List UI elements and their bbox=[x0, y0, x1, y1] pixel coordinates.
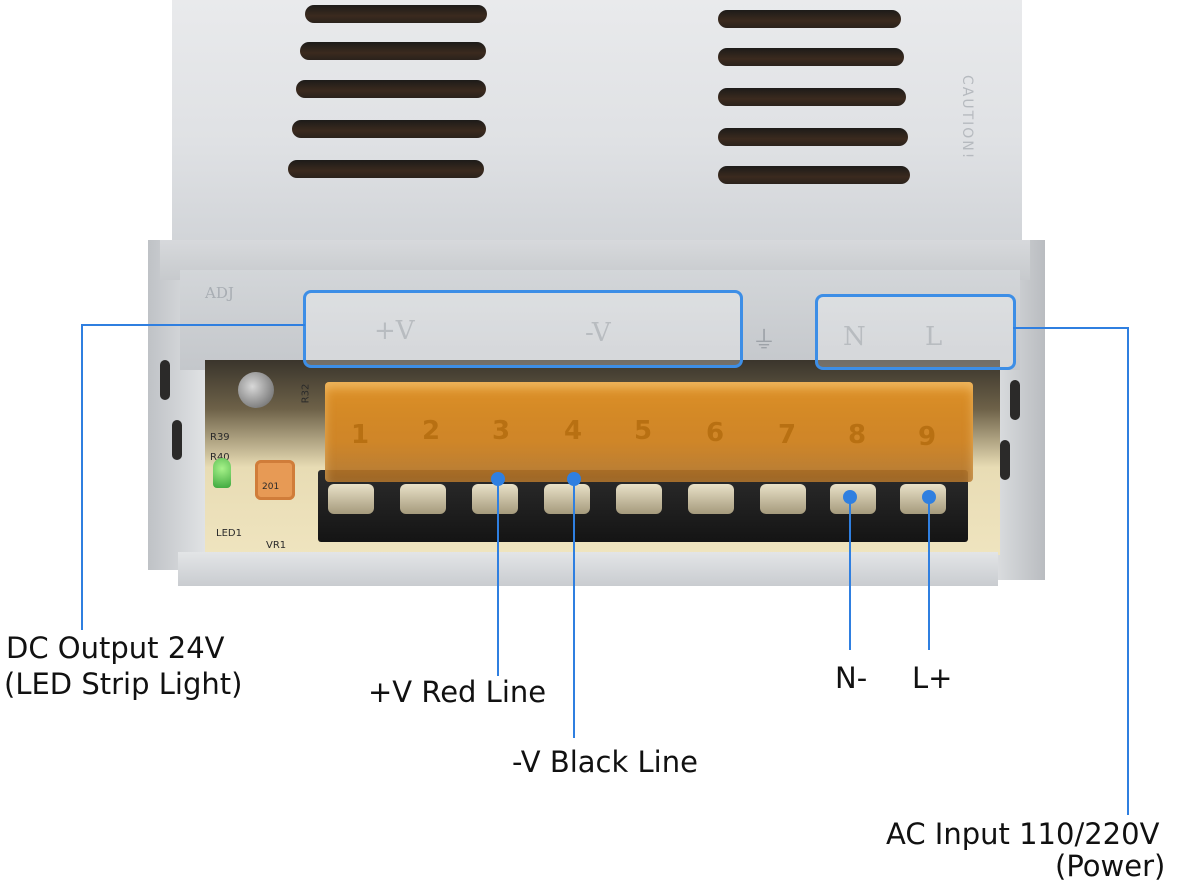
dc-output-label: DC Output 24V bbox=[6, 631, 225, 665]
n-label: N bbox=[843, 322, 866, 352]
terminal-screw bbox=[760, 484, 806, 514]
ground-symbol-icon: ⏚ bbox=[752, 326, 776, 354]
dc-output-callout-line bbox=[81, 324, 83, 630]
minus-v-terminal-dot bbox=[567, 472, 581, 486]
mounting-screw bbox=[238, 372, 274, 408]
pcb-label-r40: R40 bbox=[210, 452, 230, 463]
vent-slot bbox=[718, 88, 906, 106]
vent-slot bbox=[718, 166, 910, 184]
pcb-label-r32: R32 bbox=[300, 383, 312, 404]
vent-slot bbox=[718, 128, 908, 146]
terminal-number: 9 bbox=[917, 422, 937, 452]
n-minus-label: N- bbox=[835, 661, 868, 695]
ac-input-callout-line bbox=[1127, 327, 1129, 815]
side-vent bbox=[1010, 380, 1020, 420]
pot-code-label: 201 bbox=[262, 482, 280, 492]
vent-slot bbox=[718, 48, 904, 66]
terminal-screw bbox=[688, 484, 734, 514]
terminal-cover bbox=[325, 382, 973, 482]
plus-v-label: +V bbox=[374, 316, 415, 346]
plus-v-red-line-label: +V Red Line bbox=[368, 675, 547, 709]
front-plate bbox=[180, 270, 1020, 370]
terminal-number: 5 bbox=[633, 416, 653, 446]
vent-slot bbox=[300, 42, 486, 60]
ac-input-label: AC Input 110/220V bbox=[886, 817, 1160, 851]
terminal-screw bbox=[544, 484, 590, 514]
n-callout-line bbox=[849, 498, 851, 650]
vent-slot bbox=[296, 80, 486, 98]
terminal-number: 6 bbox=[705, 418, 725, 448]
minus-v-label: -V bbox=[585, 318, 611, 348]
dc-output-sublabel: (LED Strip Light) bbox=[4, 667, 243, 701]
led-indicator bbox=[213, 458, 231, 488]
side-vent bbox=[172, 420, 182, 460]
vent-slot bbox=[292, 120, 486, 138]
minus-v-callout-line bbox=[573, 480, 575, 738]
dc-output-highlight-box bbox=[303, 290, 743, 368]
adj-label: ADJ bbox=[205, 284, 234, 302]
dc-output-callout-line bbox=[81, 324, 305, 326]
ac-input-highlight-box bbox=[815, 294, 1016, 370]
vent-slot bbox=[288, 160, 484, 178]
vent-slot bbox=[718, 10, 901, 28]
pcb-label-vr1: VR1 bbox=[266, 540, 287, 551]
caution-label: CAUTION! bbox=[959, 75, 975, 161]
l-callout-line bbox=[928, 498, 930, 650]
terminal-screw bbox=[328, 484, 374, 514]
l-plus-label: L+ bbox=[912, 661, 953, 695]
terminal-number: 8 bbox=[847, 420, 867, 450]
pcb-label-led1: LED1 bbox=[216, 528, 242, 539]
plus-v-callout-line bbox=[497, 480, 499, 676]
ac-input-callout-line bbox=[1013, 327, 1128, 329]
power-supply-photo: CAUTION! ADJ +V -V ⏚ N L R39 R40 LED1 VR… bbox=[148, 0, 1045, 586]
side-vent bbox=[160, 360, 170, 400]
ac-input-sublabel: (Power) bbox=[1055, 849, 1166, 883]
terminal-screw bbox=[616, 484, 662, 514]
pcb-label-r39: R39 bbox=[210, 432, 230, 443]
minus-v-black-line-label: -V Black Line bbox=[512, 745, 698, 779]
l-label: L bbox=[925, 322, 943, 352]
terminal-number: 2 bbox=[421, 416, 441, 446]
n-terminal-dot bbox=[843, 490, 857, 504]
trim-potentiometer bbox=[255, 460, 295, 500]
terminal-number: 3 bbox=[491, 416, 511, 446]
terminal-number: 7 bbox=[777, 420, 797, 450]
l-terminal-dot bbox=[922, 490, 936, 504]
chassis-bottom-lip bbox=[178, 552, 998, 586]
terminal-number: 1 bbox=[350, 420, 370, 450]
terminal-screw bbox=[400, 484, 446, 514]
terminal-screw bbox=[472, 484, 518, 514]
plus-v-terminal-dot bbox=[491, 472, 505, 486]
vent-slot bbox=[305, 5, 487, 23]
side-vent bbox=[1000, 440, 1010, 480]
terminal-number: 4 bbox=[563, 416, 583, 446]
